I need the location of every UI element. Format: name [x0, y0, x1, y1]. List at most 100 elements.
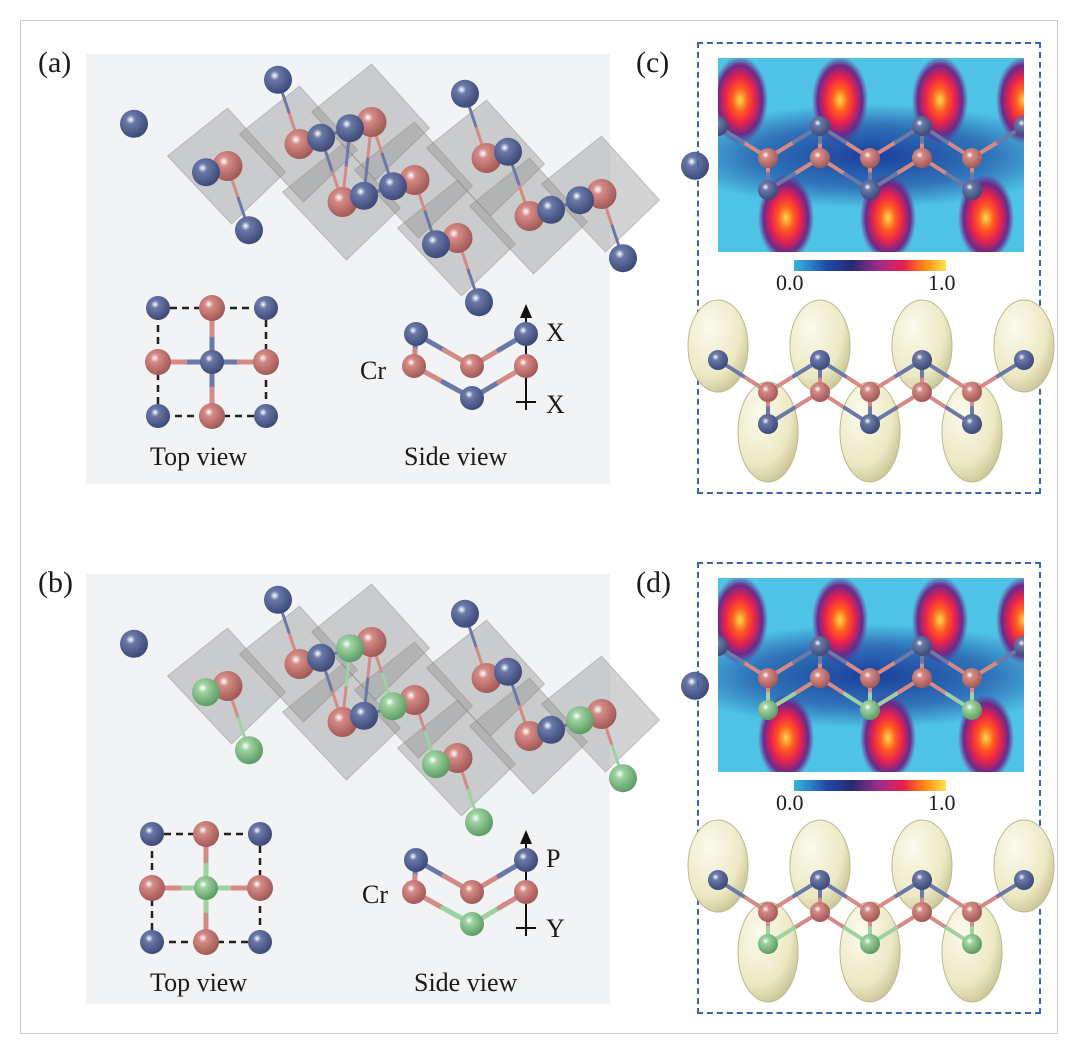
cr-atom — [912, 902, 932, 922]
side-view-caption-a: Side view — [404, 442, 508, 471]
x-atom — [254, 296, 278, 320]
x-atom — [140, 930, 164, 954]
cr-atom — [962, 668, 982, 688]
x-atom — [254, 404, 278, 428]
x-atom — [810, 116, 830, 136]
y-atom — [235, 736, 263, 765]
x-atom — [912, 350, 932, 370]
cr-atom — [193, 929, 219, 955]
x-atom — [514, 322, 538, 346]
x-atom — [460, 386, 484, 410]
x-atom — [1014, 116, 1024, 136]
colorbar-c — [794, 260, 946, 271]
cr-atom — [962, 902, 982, 922]
x-atom — [120, 109, 148, 138]
panel-c-dashed-frame — [697, 42, 1041, 494]
x-atom — [307, 643, 335, 672]
x-atom — [494, 657, 522, 686]
arrow-head — [520, 830, 532, 844]
cr-atom — [199, 295, 225, 321]
elf-heatmap-c — [718, 58, 1024, 252]
cr-atom — [514, 880, 538, 904]
x-atom — [718, 636, 728, 656]
x-atom — [537, 715, 565, 744]
cr-atom — [460, 354, 484, 378]
x-atom — [810, 870, 830, 890]
panel-label-d: (d) — [636, 566, 671, 599]
y-atom — [194, 876, 218, 900]
side-view-caption-b: Side view — [414, 968, 518, 997]
cr-atom — [912, 148, 932, 168]
x-atom — [912, 636, 932, 656]
y-atom — [336, 634, 364, 663]
crystal-structure-a — [120, 63, 709, 317]
y-atom — [758, 700, 778, 720]
x-atom — [566, 186, 594, 215]
x-atom — [451, 599, 479, 628]
side-label-bottom-b: Y — [546, 914, 565, 943]
cr-atom — [460, 880, 484, 904]
side-view-lattice-a — [402, 304, 538, 410]
side-label-cr-a: Cr — [360, 356, 386, 385]
top-view-lattice-b — [139, 821, 273, 955]
x-atom — [912, 116, 932, 136]
crystal-structure-b — [120, 583, 709, 837]
isosurface-c — [687, 299, 1055, 483]
cr-atom — [758, 148, 778, 168]
x-atom — [404, 848, 428, 872]
cr-atom — [399, 685, 430, 715]
cr-atom — [471, 143, 502, 173]
cr-atom — [860, 902, 880, 922]
y-atom — [465, 808, 493, 837]
cr-atom — [212, 151, 243, 181]
colorbar-max-c: 1.0 — [928, 270, 956, 295]
x-atom — [708, 870, 728, 890]
panel-label-b: (b) — [38, 566, 73, 599]
cr-atom — [356, 627, 387, 657]
x-atom — [1014, 350, 1034, 370]
x-atom — [120, 629, 148, 658]
x-atom — [336, 114, 364, 143]
x-atom — [962, 180, 982, 200]
cr-atom — [327, 187, 358, 217]
x-atom — [718, 116, 728, 136]
y-atom — [460, 912, 484, 936]
isosurface-lobe — [687, 819, 749, 913]
y-atom — [860, 934, 880, 954]
x-atom — [537, 195, 565, 224]
x-atom — [860, 414, 880, 434]
cr-atom — [810, 668, 830, 688]
y-atom — [962, 934, 982, 954]
x-atom — [962, 414, 982, 434]
cr-atom — [586, 179, 617, 209]
cr-atom — [758, 668, 778, 688]
arrow-head — [520, 304, 532, 318]
x-atom — [681, 151, 709, 180]
x-atom — [1014, 870, 1034, 890]
x-atom — [810, 350, 830, 370]
x-atom — [140, 822, 164, 846]
colorbar-d — [794, 780, 946, 791]
cr-atom — [586, 699, 617, 729]
cr-atom — [962, 148, 982, 168]
x-atom — [146, 296, 170, 320]
cr-atom — [860, 148, 880, 168]
x-atom — [350, 701, 378, 730]
elf-heatmap-d — [718, 578, 1024, 772]
y-atom — [566, 706, 594, 735]
cr-atom — [327, 707, 358, 737]
colorbar-min-c: 0.0 — [776, 270, 804, 295]
x-atom — [494, 137, 522, 166]
x-atom — [860, 180, 880, 200]
cr-atom — [193, 821, 219, 847]
cr-atom — [471, 663, 502, 693]
isosurface-d — [687, 819, 1055, 1003]
cr-atom — [514, 354, 538, 378]
panel-label-c: (c) — [636, 46, 670, 79]
x-atom — [200, 350, 224, 374]
side-label-cr-b: Cr — [362, 880, 388, 909]
cr-atom — [402, 880, 426, 904]
side-label-top-b: P — [546, 844, 561, 873]
cr-atom — [442, 743, 473, 773]
x-atom — [465, 288, 493, 317]
